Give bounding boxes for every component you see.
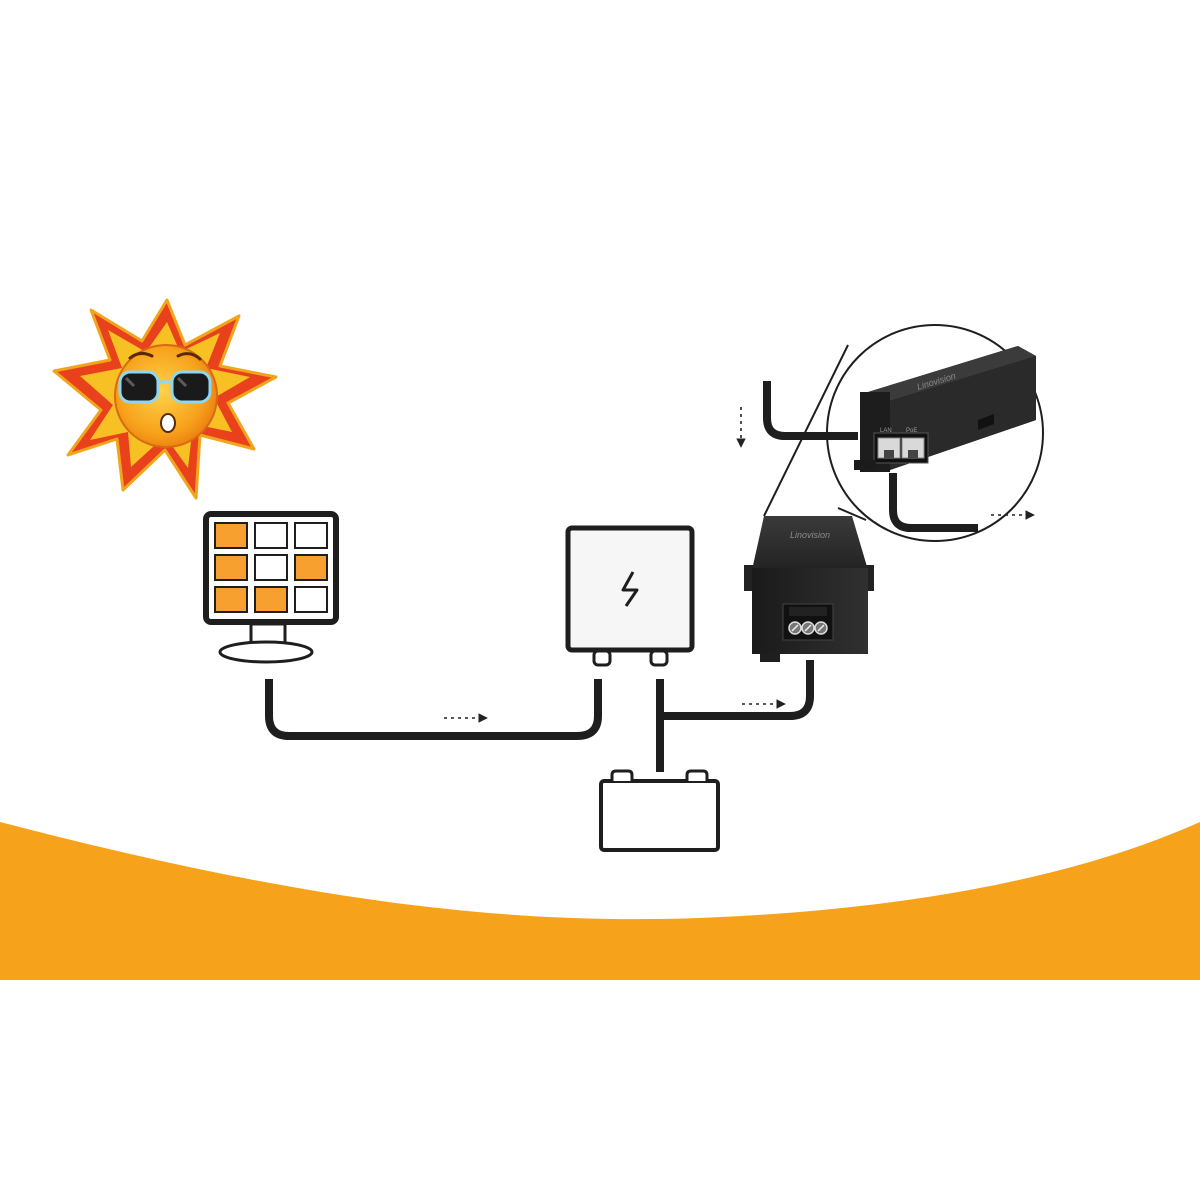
device-brand-label: Linovision	[790, 530, 830, 540]
cable-network-input	[763, 381, 858, 440]
battery-icon	[599, 769, 720, 852]
zoom-callout	[763, 324, 1044, 542]
poe-injector-device: Linovision	[744, 516, 874, 662]
poe-injector-zoom: Linovision LAN PoE	[854, 346, 1036, 472]
cable-poe-output	[889, 473, 978, 532]
flow-arrows	[444, 407, 1035, 723]
port-label-poe: PoE	[906, 428, 917, 434]
cables	[265, 381, 978, 772]
rj45-ports-icon: LAN PoE	[873, 428, 929, 464]
sunglasses-icon	[118, 370, 212, 404]
sun-icon	[52, 298, 278, 500]
orange-wave-band	[0, 822, 1200, 980]
cable-solar-to-controller	[265, 679, 602, 740]
charge-controller-icon	[565, 525, 695, 667]
port-label-lan: LAN	[880, 428, 892, 434]
cable-controller-to-injector	[660, 660, 814, 720]
solar-panel-icon	[203, 511, 339, 664]
lightning-bolt-icon	[621, 571, 639, 607]
